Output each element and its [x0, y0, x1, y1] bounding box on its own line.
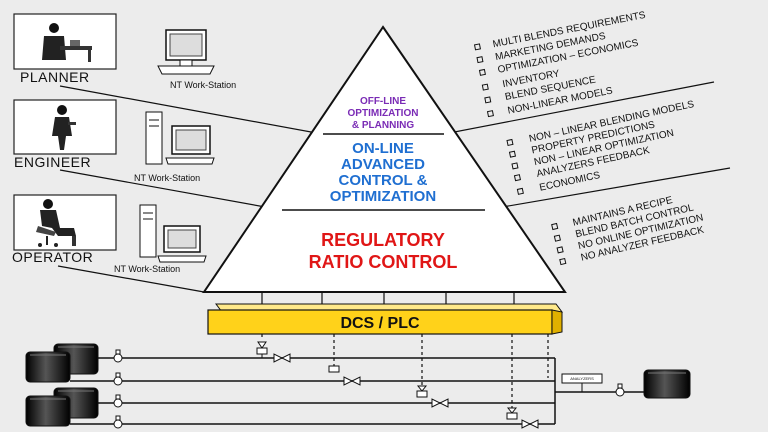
tier-bottom-line-2: RATIO CONTROL: [309, 252, 458, 272]
operator-workstation-icon: [139, 204, 207, 263]
engineer-icon: [52, 105, 76, 150]
planner-label: PLANNER: [20, 69, 90, 85]
analyzer-box: ANALYZERS: [561, 373, 603, 392]
engineer-workstation-label: NT Work-Station: [134, 173, 200, 183]
engineer-workstation-icon: [145, 111, 215, 165]
connector-lines: [57, 81, 731, 293]
pyramid-bottom-tier: REGULATORY RATIO CONTROL: [309, 230, 458, 272]
offline-bullets: MULTI BLENDS REQUIREMENTS MARKETING DEMA…: [473, 10, 647, 118]
pump-icon: [113, 394, 123, 408]
engineer-card: [13, 99, 117, 155]
operator-label: OPERATOR: [12, 249, 93, 265]
planner-workstation-label: NT Work-Station: [170, 80, 236, 90]
tier-bottom-line-1: REGULATORY: [321, 230, 445, 250]
pump-icon: [113, 349, 123, 363]
process-pipes: [70, 357, 646, 425]
signal-lines: [261, 334, 549, 408]
tier-top-line-2: OPTIMIZATION: [348, 108, 419, 119]
tier-top-line-3: & PLANNING: [352, 120, 414, 131]
valve-icon: [328, 365, 361, 386]
feed-tanks: [25, 343, 99, 427]
planner-workstation-icon: [157, 29, 215, 75]
planner-icon: [42, 23, 92, 62]
planner-card: [13, 13, 117, 70]
valve-icon: [506, 407, 539, 429]
tier-top-line-1: OFF-LINE: [360, 96, 406, 107]
analyzer-label: ANALYZERS: [570, 376, 594, 381]
product-tank-icon: [643, 369, 691, 399]
online-bullets: NON – LINEAR BLENDING MODELS PROPERTY PR…: [506, 99, 695, 195]
tier-middle-line-3: CONTROL &: [339, 172, 428, 189]
valve-icon: [416, 385, 449, 408]
operator-icon: [36, 199, 76, 247]
pump-icon: [113, 372, 123, 386]
valve-icon: [256, 341, 291, 363]
pumps: [113, 349, 625, 429]
pyramid-middle-tier: ON-LINE ADVANCED CONTROL & OPTIMIZATION: [330, 140, 436, 205]
regulatory-bullets: MAINTAINS A RECIPE BLEND BATCH CONTROL N…: [551, 195, 705, 266]
dcs-plc-label: DCS / PLC: [340, 315, 420, 332]
engineer-label: ENGINEER: [14, 154, 91, 170]
pyramid-top-tier: OFF-LINE OPTIMIZATION & PLANNING: [348, 96, 419, 131]
pump-icon: [615, 383, 625, 397]
operator-card: [13, 194, 117, 251]
operator-workstation-label: NT Work-Station: [114, 264, 180, 274]
dcs-plc-bar: DCS / PLC: [207, 303, 563, 335]
tier-middle-line-2: ADVANCED: [341, 156, 425, 173]
tier-middle-line-4: OPTIMIZATION: [330, 188, 436, 205]
tank-icon: [25, 395, 71, 427]
control-valves: [256, 341, 539, 429]
tier-middle-line-1: ON-LINE: [352, 140, 414, 157]
tank-icon: [25, 351, 71, 383]
pump-icon: [113, 415, 123, 429]
